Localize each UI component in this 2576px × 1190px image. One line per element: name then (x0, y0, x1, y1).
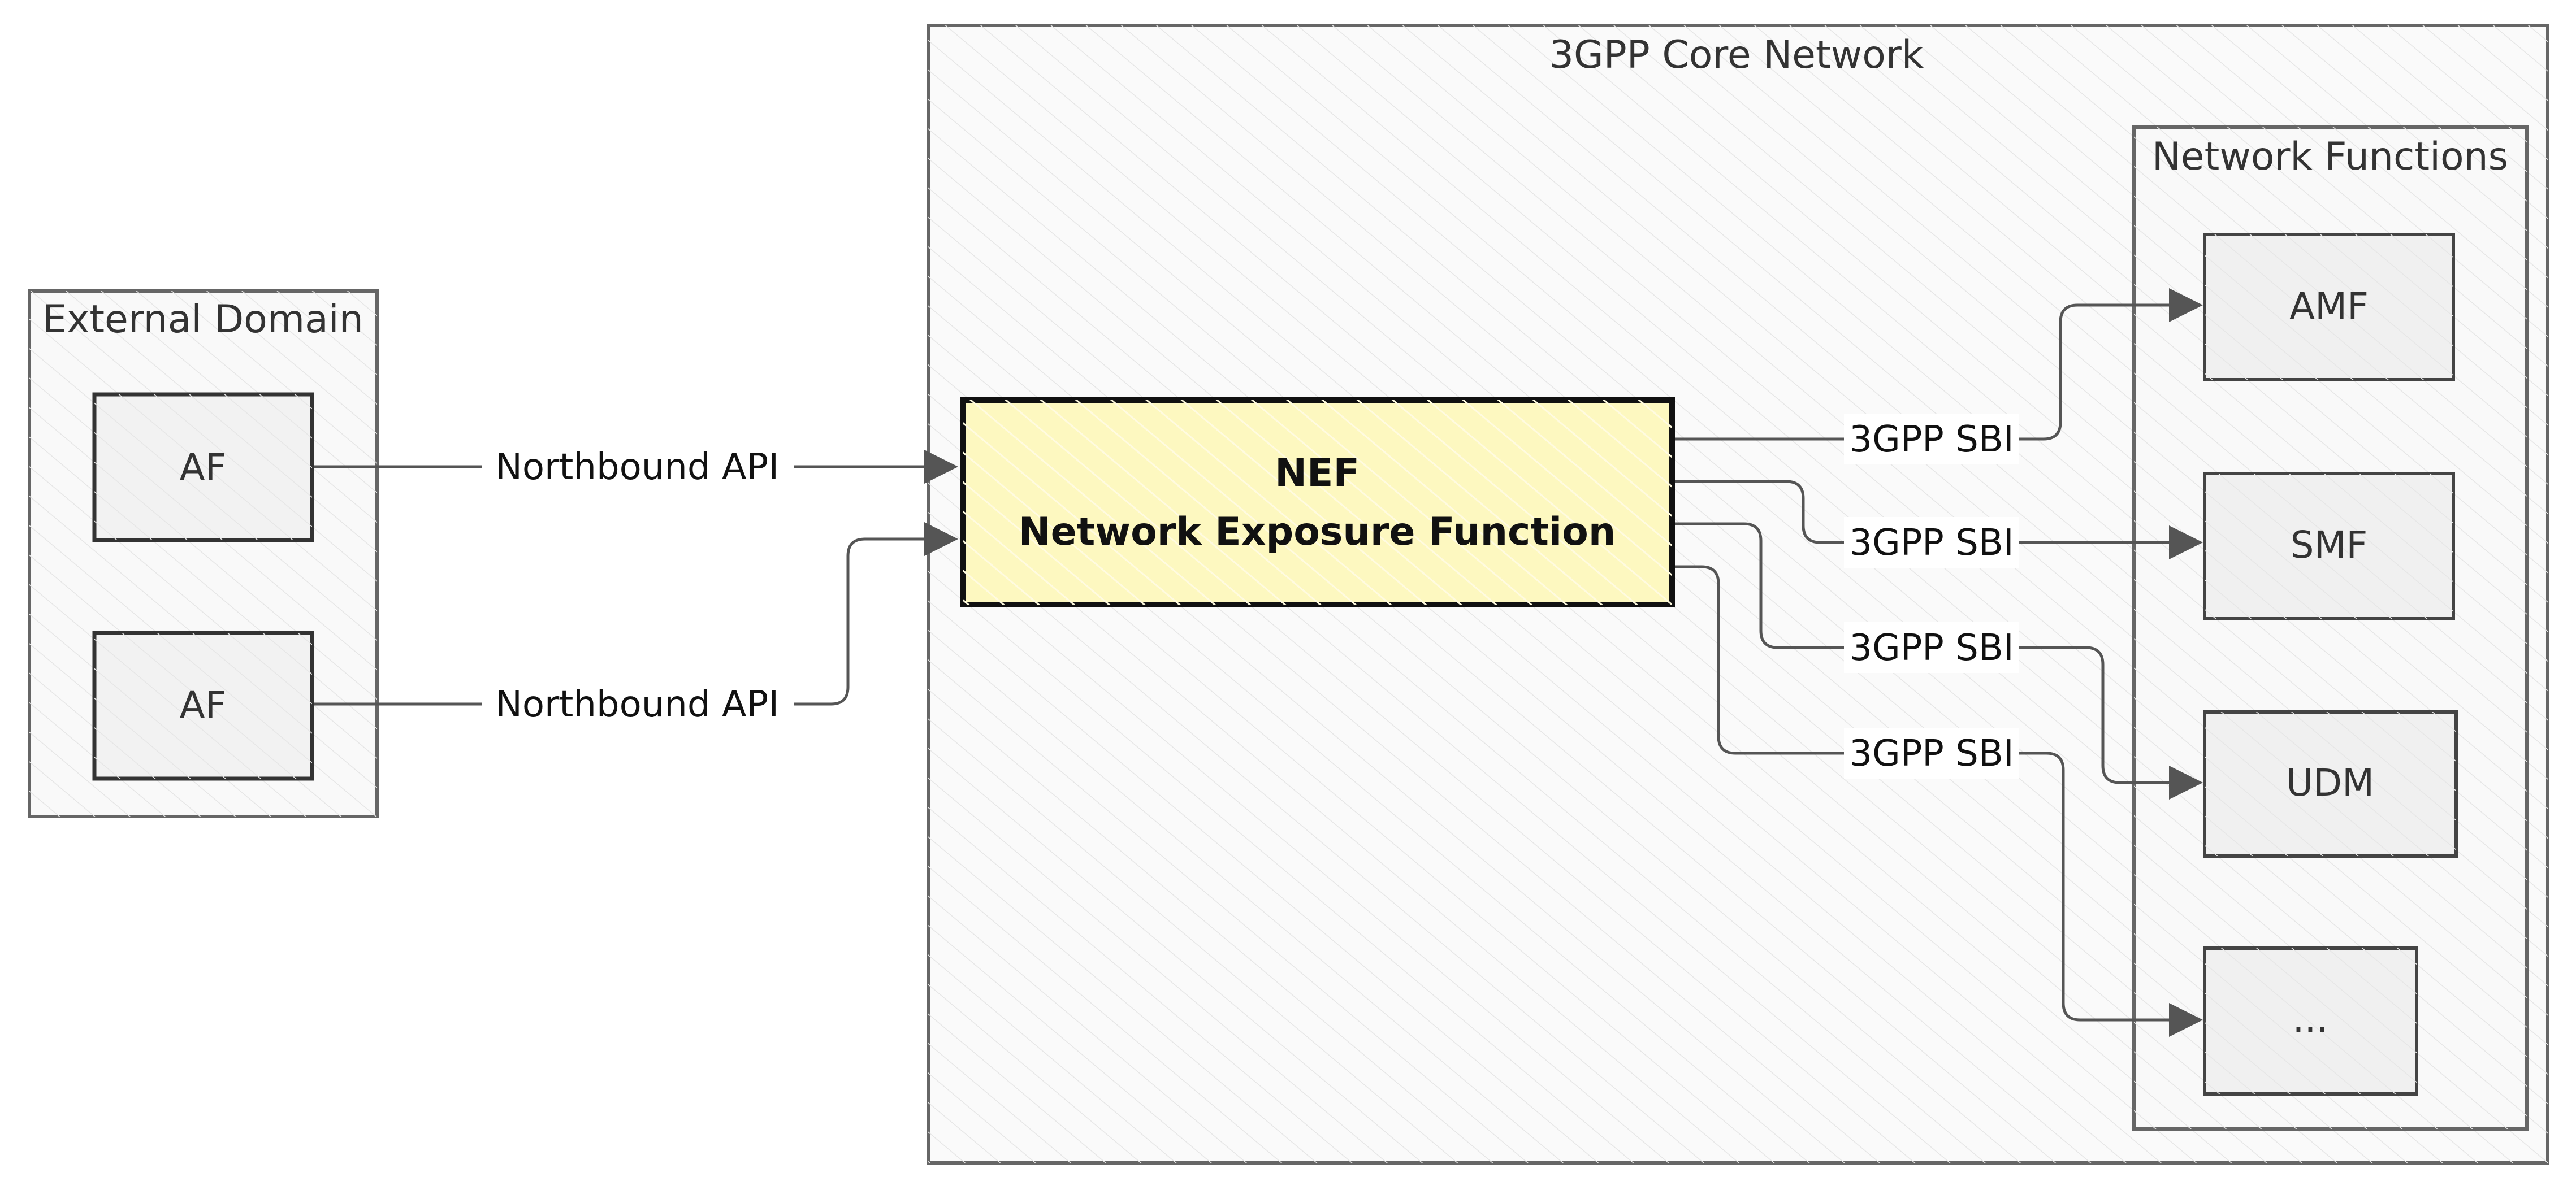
edge-label-af2-nef: Northbound API (495, 684, 779, 726)
af-node-2[interactable]: AF (92, 631, 314, 781)
af-node-2-label: AF (179, 684, 226, 727)
edge-label-af1-nef: Northbound API (495, 446, 779, 488)
nef-title: NEF (1275, 451, 1360, 496)
af-node-1-label: AF (179, 446, 226, 489)
nef-subtitle: Network Exposure Function (1019, 510, 1616, 554)
external-domain-title: External Domain (42, 297, 363, 342)
amf-node[interactable]: AMF (2203, 233, 2455, 381)
more-functions-label: ... (2293, 997, 2328, 1041)
network-functions-title: Network Functions (2152, 134, 2508, 179)
edge-labels: Northbound API Northbound API 3GPP SBI 3… (482, 414, 2019, 779)
udm-node[interactable]: UDM (2203, 710, 2458, 858)
nef-node[interactable]: NEF Network Exposure Function (960, 397, 1675, 607)
amf-node-label: AMF (2289, 285, 2369, 328)
more-functions-node[interactable]: ... (2203, 946, 2418, 1096)
udm-node-label: UDM (2286, 761, 2374, 805)
edge-label-nef-amf: 3GPP SBI (1849, 419, 2014, 461)
edge-nef-smf (1672, 480, 2203, 559)
core-network-title: 3GPP Core Network (1549, 33, 1924, 77)
smf-node[interactable]: SMF (2203, 472, 2455, 620)
edge-af2-nef (312, 522, 958, 706)
edge-nef-amf (1672, 288, 2203, 441)
edge-label-nef-more: 3GPP SBI (1849, 733, 2014, 775)
smf-node-label: SMF (2291, 523, 2368, 567)
edge-label-nef-smf: 3GPP SBI (1849, 522, 2014, 564)
edge-label-nef-udm: 3GPP SBI (1849, 627, 2014, 669)
af-node-1[interactable]: AF (92, 392, 314, 542)
